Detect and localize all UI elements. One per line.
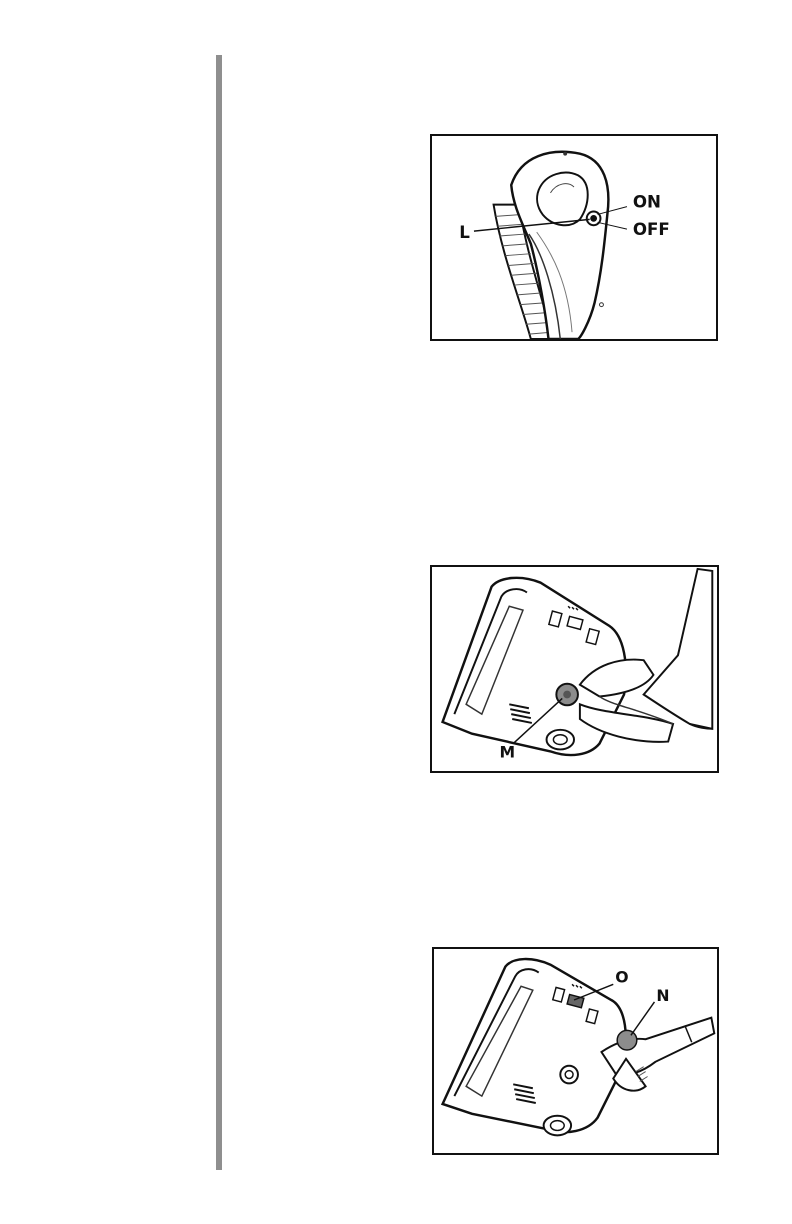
- callout-m: M: [499, 742, 515, 761]
- callout-o: O: [615, 967, 628, 986]
- label-on: ON: [633, 193, 661, 212]
- figure-height-pedal: M: [430, 565, 719, 773]
- vacuum-nozzle-hose-release-icon: O N: [434, 949, 717, 1153]
- callout-l: L: [459, 223, 470, 242]
- label-off: OFF: [633, 220, 670, 239]
- margin-rule: [216, 55, 222, 1170]
- vacuum-handle-power-switch-icon: L ON OFF: [432, 136, 716, 339]
- figure-hose-release: O N: [432, 947, 719, 1155]
- callout-n: N: [656, 986, 669, 1005]
- vacuum-nozzle-height-pedal-icon: M: [432, 567, 717, 771]
- figure-power-switch: L ON OFF: [430, 134, 718, 341]
